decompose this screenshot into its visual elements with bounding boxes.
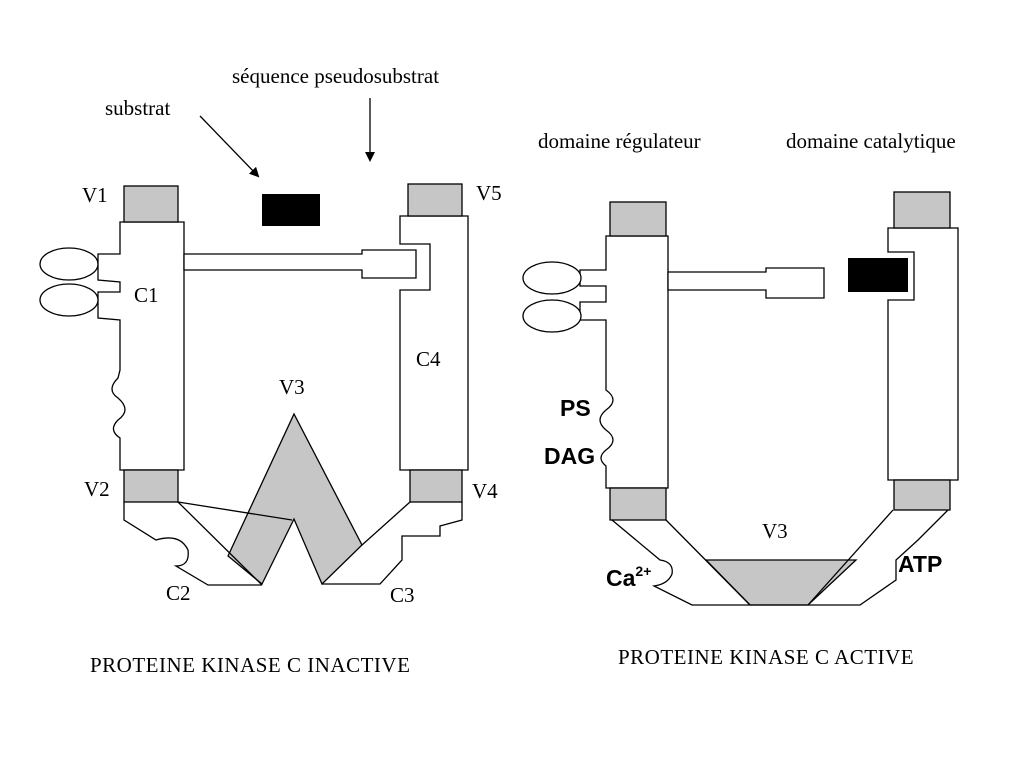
ca-label: Ca2+ [606,563,651,591]
active-v3-label: V3 [762,519,788,543]
inactive-zinc-finger-1-icon [39,247,99,281]
inactive-v1-box [123,185,179,223]
inactive-hinge-left [123,501,293,586]
atp-label: ATP [898,551,942,577]
catalytic-domain-label: domaine catalytique [786,129,956,153]
inactive-c1-column [97,221,185,471]
active-caption: PROTEINE KINASE C ACTIVE [618,645,914,669]
active-hinge-band [611,509,949,606]
inactive-caption: PROTEINE KINASE C INACTIVE [90,653,410,677]
active-zinc-finger-2-icon [522,299,582,333]
substrat-label: substrat [105,96,170,120]
inactive-zinc-finger-2-icon [39,283,99,317]
ps-label: PS [560,395,591,421]
inactive-v3-hinge [227,412,363,586]
inactive-v4-label: V4 [472,479,498,503]
active-v5-box [893,191,951,229]
inactive-substrate-block [262,194,320,226]
inactive-v1-label: V1 [82,183,108,207]
pseudosubstrat-label: séquence pseudosubstrat [232,64,439,88]
inactive-v2-box [123,469,179,503]
inactive-v4-box [409,469,463,503]
inactive-v5-label: V5 [476,181,502,205]
regulatory-domain-label: domaine régulateur [538,129,701,153]
inactive-v2-label: V2 [84,477,110,501]
inactive-c4-column [399,215,469,471]
inactive-c3-label: C3 [390,583,415,607]
inactive-c1-label: C1 [134,283,159,307]
active-v4-box [893,479,951,511]
active-pseudosubstrate-arm [667,267,825,299]
active-regulatory-column [579,235,669,489]
inactive-v5-box [407,183,463,217]
active-v2-box [609,487,667,521]
active-pkc-diagram: domaine régulateur domaine catalytique P… [522,129,959,669]
active-catalytic-column [887,227,959,481]
inactive-v3-label: V3 [279,375,305,399]
inactive-c4-label: C4 [416,347,441,371]
inactive-hinge-left-edge [177,501,263,586]
active-zinc-finger-1-icon [522,261,582,295]
inactive-c2-label: C2 [166,581,191,605]
dag-label: DAG [544,443,595,469]
substrat-arrow [199,115,260,178]
active-v1-box [609,201,667,237]
inactive-pkc-diagram: substrat séquence pseudosubstrat V1 V5 C… [39,64,502,677]
active-substrate-block [848,258,908,292]
inactive-hinge-right [322,501,463,585]
inactive-pseudosubstrate-arm [183,249,417,279]
